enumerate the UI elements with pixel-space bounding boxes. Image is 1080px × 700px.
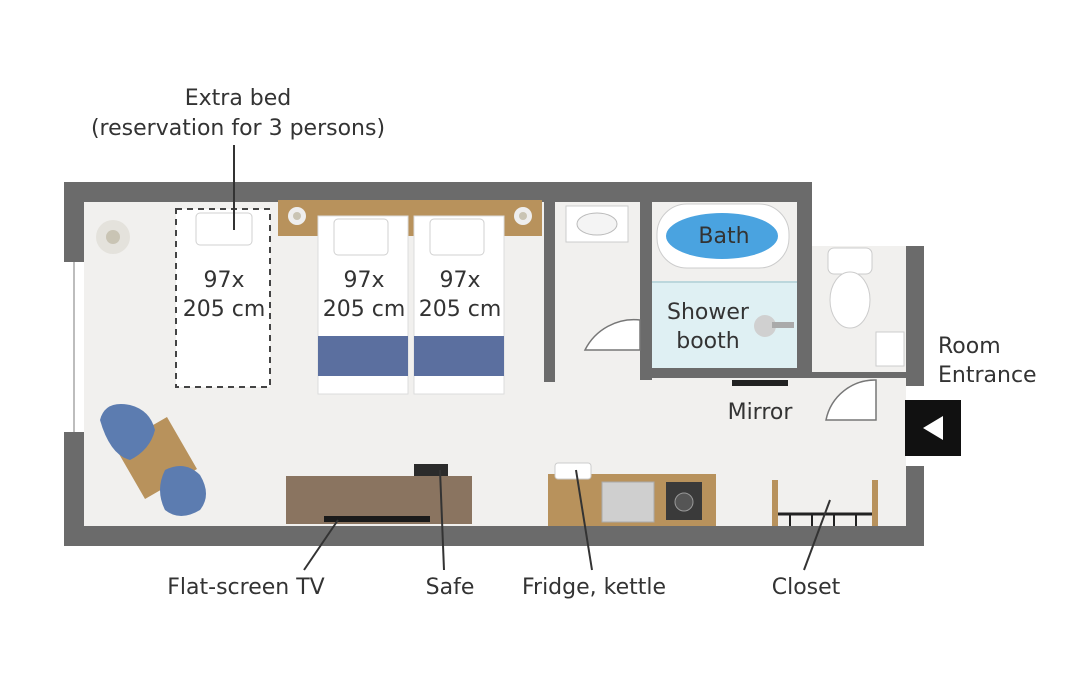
toilet-sink [875,331,905,367]
mirror-label: Mirror [727,400,793,425]
tv [324,516,430,522]
fridge-leader [575,469,593,571]
closet-side-left [772,480,778,526]
bath-wall-left [640,202,652,380]
toilet-door-swing [825,379,877,421]
bed-1-runner [318,336,408,376]
bathroom-door-swing [583,318,641,351]
closet-side-right [872,480,878,526]
extra-bed-pillow [195,212,253,246]
bottom-wall [64,526,924,546]
toilet-bowl [829,271,871,329]
kettle [554,462,592,480]
bath-water [666,213,778,259]
shower-head [754,315,776,337]
bed-2-pillow [429,218,485,256]
room-entrance-marker [905,400,961,456]
safe-leader [439,469,445,571]
partition-wall [544,202,555,382]
outside-corner [812,182,924,246]
safe [414,464,448,476]
bed-2-runner [414,336,504,376]
toilet-tank [827,247,873,275]
closet-label: Closet [771,575,841,600]
fridge-kettle-label: Fridge, kettle [521,575,667,600]
bath-wall-bottom [640,368,812,378]
room-entrance-label: Room Entrance [938,334,1037,388]
flat-screen-tv-label: Flat-screen TV [167,575,325,600]
shower-booth-label: Shower booth [667,300,749,354]
bath-label: Bath [698,224,750,249]
bath-wall [797,182,812,378]
bed-1-size-label: 97x 205 cm [322,268,406,322]
bed-1-pillow [333,218,389,256]
extra-bed-size-label: 97x 205 cm [182,268,266,322]
sink [601,481,655,523]
bed-2-size-label: 97x 205 cm [418,268,502,322]
tv-leader [303,519,339,571]
safe-label: Safe [425,575,475,600]
extra-bed-label: Extra bed (reservation for 3 persons) [90,86,386,141]
mirror [732,380,788,386]
seating-area [100,404,206,516]
closet-leader [803,499,831,571]
right-wall [906,246,924,386]
arrow-left-icon [923,416,943,440]
